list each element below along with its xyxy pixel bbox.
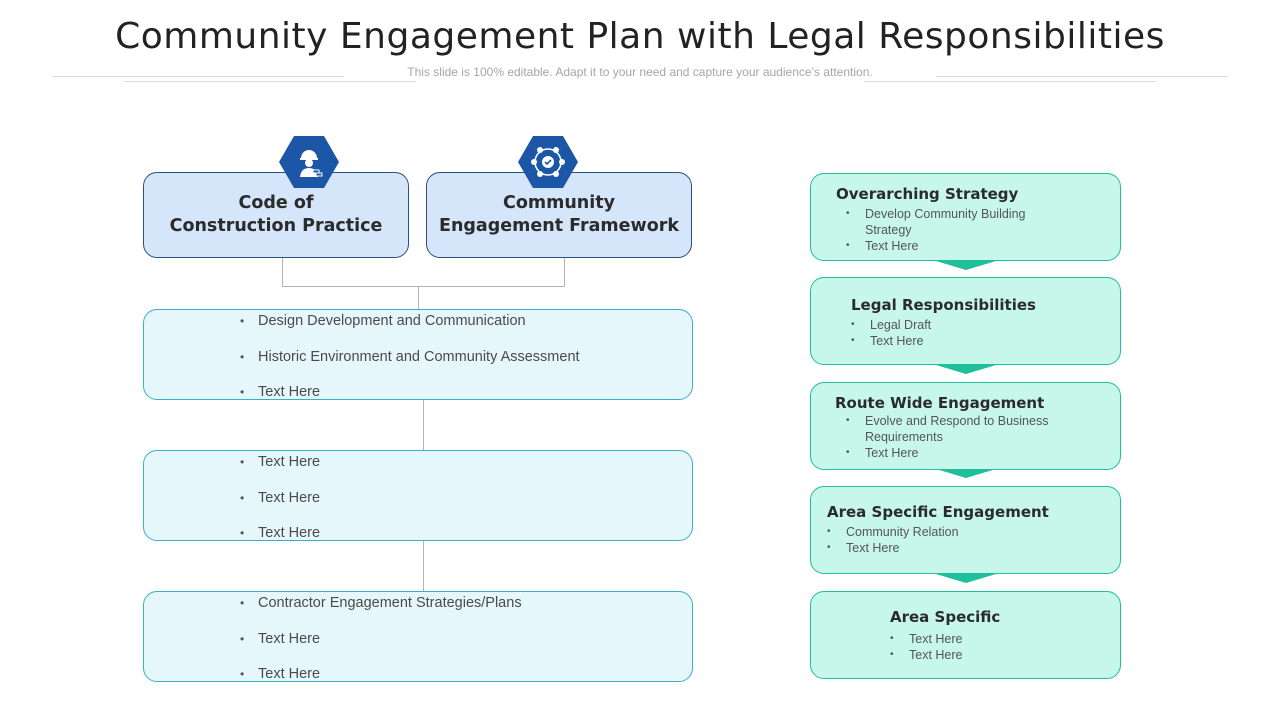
stage-title: Overarching Strategy [836,185,1019,203]
stage-title: Area Specific [890,608,1001,626]
title-divider-right [936,76,1228,77]
header-box-line2: Construction Practice [169,216,383,236]
stage-item: Text Here [890,631,1120,647]
list-item: Text Here [240,383,580,419]
stage-box-route-wide-engagement: Route Wide Engagement Evolve and Respond… [810,382,1121,470]
list-item: Text Here [240,453,320,489]
stage-item: Develop Community Building Strategy [846,206,1055,238]
header-box-line2: Engagement Framework [438,216,679,236]
title-divider-left-lower [124,81,416,82]
stage-box-legal-responsibilities: Legal Responsibilities Legal Draft Text … [810,277,1121,365]
stage-item: Text Here [846,238,1076,254]
stage-box-overarching-strategy: Overarching Strategy Develop Community B… [810,173,1121,261]
stage-title: Area Specific Engagement [827,503,1049,521]
stage-item: Community Relation [827,524,1057,540]
list-item: Text Here [240,524,320,560]
list-box-2: Text Here Text Here Text Here [143,450,693,542]
stage-arrow [936,365,996,374]
connector [282,286,565,287]
header-box-construction-practice: Code of Construction Practice [143,172,409,258]
stage-item: Text Here [827,540,1057,556]
connector [423,541,424,592]
stage-item: Legal Draft [851,317,1081,333]
stage-box-area-specific: Area Specific Text Here Text Here [810,591,1121,679]
list-item: Text Here [240,630,522,666]
stage-item: Text Here [846,445,1076,461]
list-item: Historic Environment and Community Asses… [240,348,580,384]
network-shield-icon [518,136,578,188]
stage-item: Text Here [890,647,1120,663]
page-title: Community Engagement Plan with Legal Res… [115,16,1165,57]
stage-box-area-specific-engagement: Area Specific Engagement Community Relat… [810,486,1121,574]
page-subtitle: This slide is 100% editable. Adapt it to… [407,65,873,79]
stage-arrow [936,574,996,583]
list-box-1: Design Development and Communication His… [143,309,693,401]
construction-worker-icon [279,136,339,188]
connector [418,286,419,310]
list-item: Contractor Engagement Strategies/Plans [240,594,522,630]
header-box-line1: Community [502,193,616,213]
stage-item: Evolve and Respond to Business Requireme… [846,413,1065,445]
stage-arrow [936,261,996,270]
list-item: Text Here [240,489,320,525]
title-divider-right-lower [864,81,1156,82]
stage-item: Text Here [851,333,1081,349]
header-box-line1: Code of [238,193,314,213]
list-item: Text Here [240,665,522,701]
list-box-3: Contractor Engagement Strategies/Plans T… [143,591,693,683]
stage-title: Legal Responsibilities [851,296,1036,314]
connector [423,400,424,451]
stage-arrow [936,469,996,478]
list-item: Design Development and Communication [240,312,580,348]
stage-title: Route Wide Engagement [835,394,1045,412]
connector [564,258,565,287]
connector [282,258,283,287]
title-divider-left [52,76,344,77]
